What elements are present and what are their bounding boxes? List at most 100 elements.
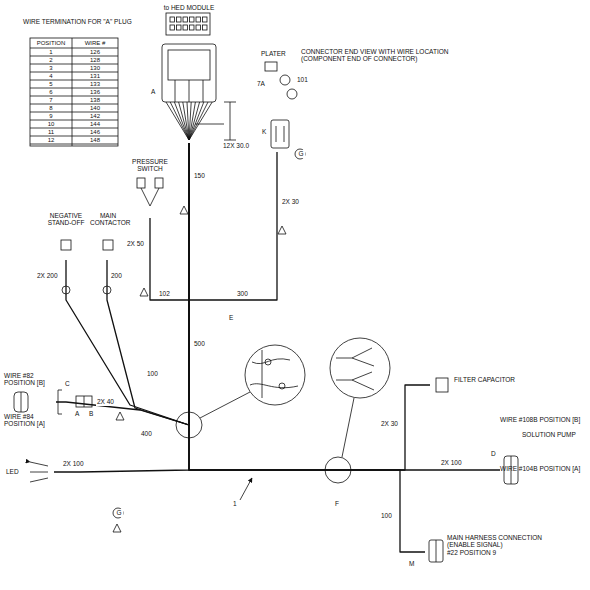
harness-wire	[54, 143, 189, 472]
detail-wires	[250, 350, 298, 398]
callout-label: D	[490, 450, 497, 458]
fan-wire	[189, 102, 212, 140]
detail-circle	[245, 345, 305, 405]
callout-label: G	[298, 150, 305, 158]
table-row-line	[30, 56, 118, 57]
hed-pin	[183, 25, 188, 30]
table-row-line	[30, 136, 118, 137]
plug-inner	[168, 50, 210, 80]
callout-label: 101	[296, 76, 309, 84]
dimension-tick	[224, 102, 236, 103]
harness-wire	[189, 143, 500, 470]
hed-module-plug: to HED MODULE	[158, 3, 220, 143]
component-label: WIRE #104B POSITION [A]	[500, 465, 586, 472]
b-connector-split	[84, 396, 85, 407]
component-label: WIRE #108B POSITION [B]	[500, 416, 586, 423]
wire-length-label: 200	[110, 272, 123, 280]
table-cell: 1	[30, 48, 72, 56]
b-connector	[76, 396, 92, 407]
component-label: MAIN HARNESS CONNECTION (ENABLE SIGNAL)	[447, 534, 543, 549]
table-row-line	[30, 96, 118, 97]
hed-pin	[170, 17, 175, 22]
k-pin	[284, 126, 285, 142]
fuse-split	[21, 392, 22, 412]
solution-pump: WIRE #108B POSITION [B] SOLUTION PUMP WIRE…	[500, 416, 586, 518]
hed-pin	[203, 17, 208, 22]
k-connector	[271, 120, 289, 148]
table-cell: POSITION	[30, 39, 72, 47]
contactor-terminal	[103, 240, 113, 250]
table-cell: 7	[30, 96, 72, 104]
table-cell: 12	[30, 136, 72, 144]
table-cell: WIRE #	[72, 39, 118, 47]
k-pin	[276, 126, 277, 142]
harness-wire	[189, 143, 425, 552]
component-label: SOLUTION PUMP	[500, 431, 586, 455]
table-cell: 142	[72, 112, 118, 120]
fan-wire	[189, 102, 208, 140]
main-contactor: MAIN CONTACTOR	[90, 212, 126, 260]
callout-label: 1	[232, 500, 238, 508]
harness-wire	[189, 143, 277, 300]
detail-splice	[265, 359, 271, 365]
callout-circle	[113, 508, 123, 518]
wire-length-label: 2X 100	[62, 460, 85, 468]
table-cell: 148	[72, 136, 118, 144]
callout-label: 150	[193, 172, 206, 180]
component-label: WIRE #84 POSITION [A]	[4, 413, 56, 428]
callout-label: 300	[236, 290, 249, 298]
table-cell: 6	[30, 88, 72, 96]
fuse-connector	[14, 392, 28, 412]
table-row-line	[30, 104, 118, 105]
zone-leader	[200, 392, 250, 418]
component-label: K	[262, 128, 292, 135]
callout-label: G	[116, 509, 123, 517]
callout-label: C	[64, 380, 71, 388]
table-cell: 144	[72, 120, 118, 128]
fan-wire	[170, 102, 189, 140]
callout-label: M	[408, 560, 415, 568]
table-cell: 128	[72, 56, 118, 64]
hed-pins	[170, 17, 207, 30]
table-row-line	[30, 112, 118, 113]
dimension-leader	[195, 124, 224, 125]
table-cell: 136	[72, 88, 118, 96]
main-harness-connection: MAIN HARNESS CONNECTION (ENABLE SIGNAL)#…	[425, 532, 543, 576]
table-cell: 140	[72, 104, 118, 112]
hed-pin	[177, 17, 182, 22]
component-label: #22 POSITION 9	[447, 549, 543, 556]
m-connector	[429, 540, 443, 562]
table-cell: 146	[72, 128, 118, 136]
callout-label: PLATER	[260, 50, 287, 58]
hed-pin	[190, 17, 195, 22]
table-cell: 131	[72, 72, 118, 80]
harness-wire	[107, 143, 189, 425]
table-cell: 133	[72, 80, 118, 88]
callout-label: WIRE TERMINATION FOR "A" PLUG	[22, 18, 133, 26]
wire-length-label: 2X 200	[36, 272, 59, 280]
table-cell: 5	[30, 80, 72, 88]
harness-wire	[66, 143, 189, 425]
led: LED	[4, 458, 54, 486]
plug-body	[162, 44, 216, 102]
note-triangles	[113, 206, 286, 532]
callout-label: 400	[140, 430, 153, 438]
plug-rib	[189, 80, 190, 102]
table-divider	[72, 38, 73, 146]
component-label: WIRE #82 POSITION [B]	[4, 372, 56, 387]
callout-label: 12X 30.0	[222, 142, 250, 150]
table-cell: 8	[30, 104, 72, 112]
harness-wire	[189, 143, 430, 470]
callout-label: 7A	[256, 80, 266, 88]
component-label: FILTER CAPACITOR	[454, 376, 530, 383]
hed-pin	[196, 25, 201, 30]
fan-wire	[183, 102, 189, 140]
dimension-line	[230, 102, 231, 140]
component-label: PRESSURE SWITCH	[128, 158, 172, 173]
fan-wire	[179, 102, 189, 140]
callout-label: A	[74, 410, 80, 418]
fan-wire	[187, 102, 189, 140]
table-cell: 138	[72, 96, 118, 104]
callout-label: 100	[146, 370, 159, 378]
